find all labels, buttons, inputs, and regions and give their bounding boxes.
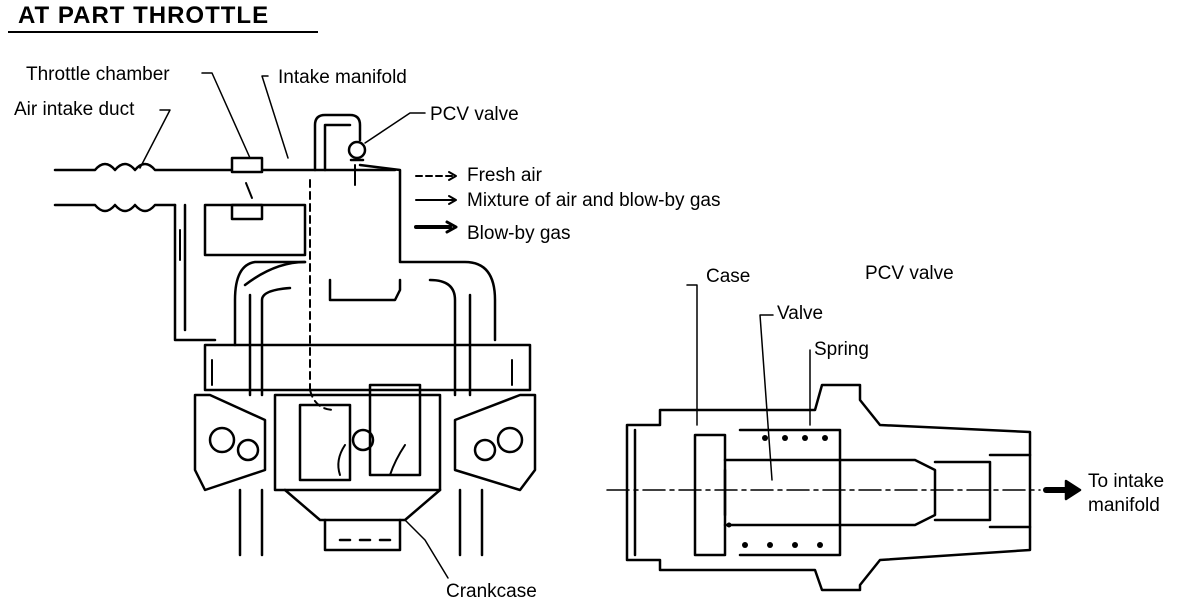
breather-passages <box>243 260 472 397</box>
air-intake-duct-label: Air intake duct <box>14 99 135 120</box>
pcv-valve-detail-title: PCV valve <box>865 263 954 284</box>
pcv-valve-section <box>606 284 1082 592</box>
leader-lines <box>139 72 449 579</box>
pcv-valve-label: PCV valve <box>430 104 519 125</box>
case-label: Case <box>706 266 751 287</box>
crankcase-label: Crankcase <box>446 581 537 602</box>
title-underline <box>8 31 318 33</box>
legend-fresh-air: Fresh air <box>467 165 542 186</box>
diagram-title: AT PART THROTTLE <box>18 2 270 29</box>
legend-blow-by-gas: Blow-by gas <box>467 223 571 244</box>
crankcase-pan <box>283 488 442 552</box>
engine-block <box>238 383 484 557</box>
air-intake-duct <box>53 156 397 221</box>
legend-samples <box>414 171 458 234</box>
pcv-valve-small <box>347 140 367 162</box>
legend-mixture: Mixture of air and blow-by gas <box>467 190 721 211</box>
cylinder-head <box>193 343 537 492</box>
spring-label: Spring <box>814 339 869 360</box>
flow-arrows <box>179 164 513 476</box>
valve-label: Valve <box>777 303 824 324</box>
intake-manifold-label: Intake manifold <box>278 67 407 88</box>
spring-coils <box>726 435 828 548</box>
intake-manifold <box>173 113 497 347</box>
to-intake-manifold-label: To intake manifold <box>1088 471 1165 516</box>
throttle-chamber-label: Throttle chamber <box>26 64 170 85</box>
